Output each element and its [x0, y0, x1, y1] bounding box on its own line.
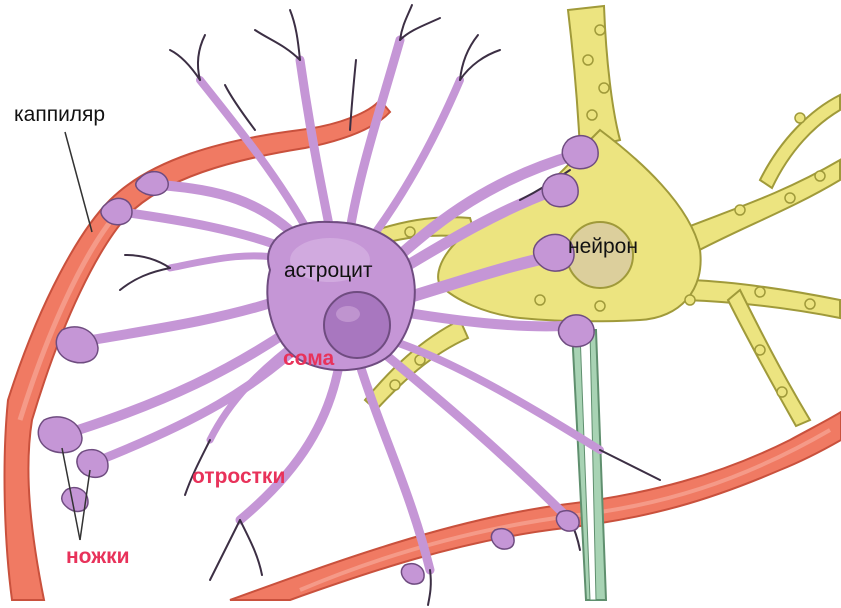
astrocyte-label: астроцит — [284, 260, 373, 281]
capillary-pointer — [65, 132, 92, 232]
neuron — [365, 6, 840, 600]
capillary-bottom — [230, 412, 841, 600]
neuron-label: нейрон — [568, 236, 638, 257]
soma-label: сома — [283, 348, 334, 369]
capillary-label: каппиляр — [14, 104, 105, 125]
feet-label: ножки — [66, 546, 130, 567]
processes-label: отростки — [192, 466, 285, 487]
